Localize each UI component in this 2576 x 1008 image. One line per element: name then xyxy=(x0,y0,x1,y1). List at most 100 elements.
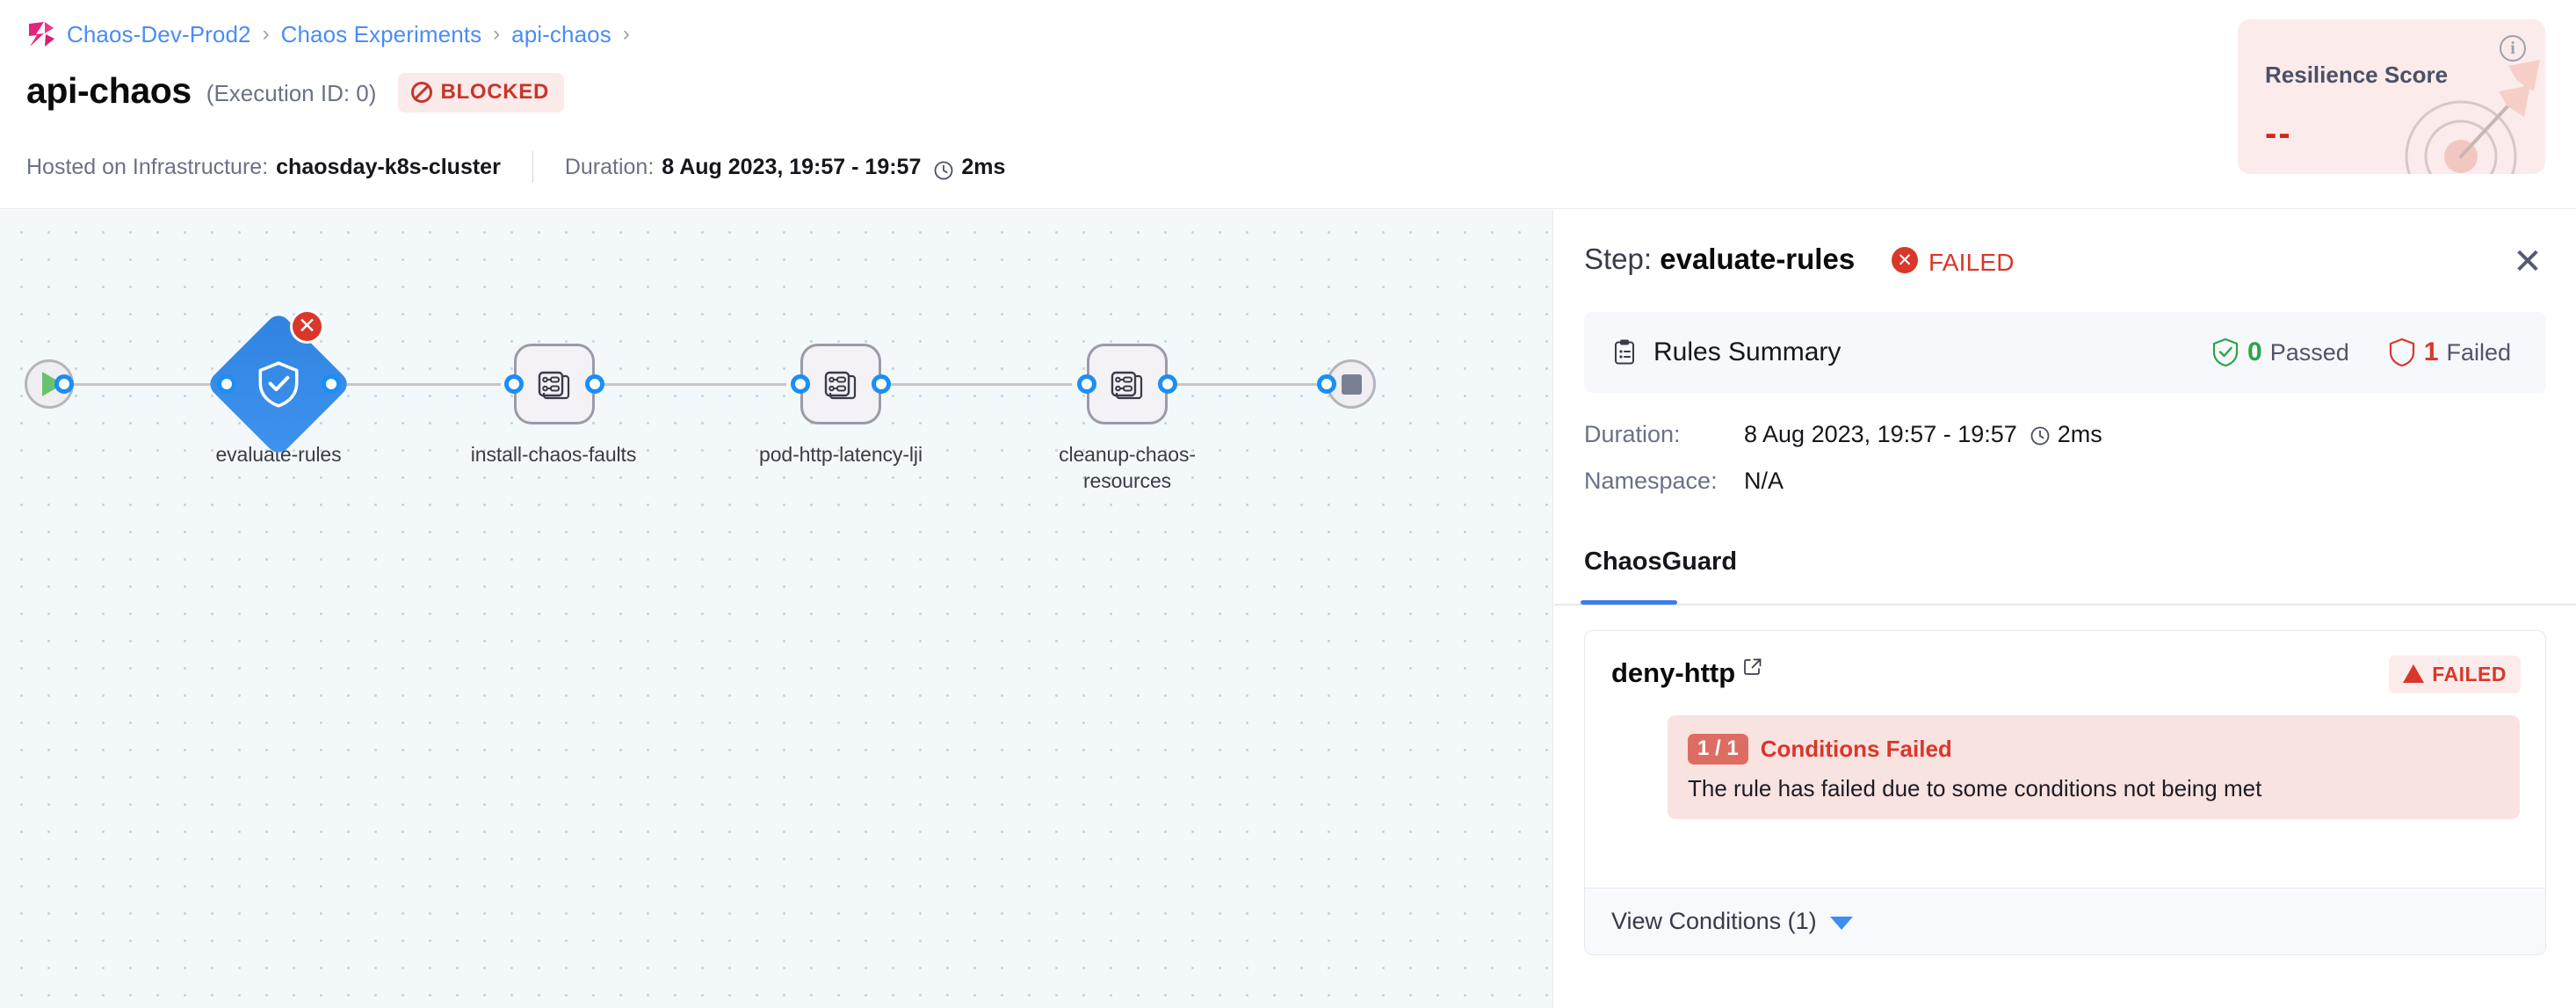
port-install-in[interactable] xyxy=(504,374,524,394)
duration-value: 8 Aug 2023, 19:57 - 19:57 xyxy=(662,154,922,179)
graph-node-label-pod-http-latency-lji: pod-http-latency-lji xyxy=(759,443,923,466)
meta-row: Hosted on Infrastructure: chaosday-k8s-c… xyxy=(26,151,1005,183)
error-x-icon: ✕ xyxy=(290,309,324,344)
duration-elapsed: 2ms xyxy=(961,154,1006,179)
title-row: api-chaos (Execution ID: 0) BLOCKED xyxy=(26,70,565,112)
resilience-score-title: Resilience Score xyxy=(2265,62,2449,88)
harness-logo-icon xyxy=(29,22,54,47)
connector-start-to-evaluate xyxy=(70,383,228,386)
page-header: Chaos-Dev-Prod2 › Chaos Experiments › ap… xyxy=(0,0,2576,209)
breadcrumb-separator: › xyxy=(622,22,630,46)
status-badge: BLOCKED xyxy=(398,73,565,112)
step-details-panel: Step: evaluate-rules ✕ FAILED ✕ Rules Su… xyxy=(1554,210,2576,1008)
warning-triangle-icon xyxy=(2403,664,2425,683)
infrastructure-label: Hosted on Infrastructure: xyxy=(26,154,269,179)
close-icon[interactable]: ✕ xyxy=(2513,243,2543,281)
port-cleanup-out[interactable] xyxy=(1158,374,1177,394)
rule-status-label: FAILED xyxy=(2432,663,2507,685)
infrastructure-value: chaosday-k8s-cluster xyxy=(276,154,501,179)
detail-value-duration: 8 Aug 2023, 19:57 - 19:57 2ms xyxy=(1744,421,2102,448)
connector-latency-to-cleanup xyxy=(870,383,1072,386)
graph-node-install-chaos-faults[interactable] xyxy=(514,344,595,424)
connector-evaluate-to-install xyxy=(281,383,501,386)
chaos-fault-icon xyxy=(1111,371,1143,400)
chaos-fault-icon xyxy=(538,371,570,400)
breadcrumb-item-1[interactable]: Chaos Experiments xyxy=(280,20,482,47)
rules-passed-stat: 0 Passed xyxy=(2211,337,2349,367)
execution-id: (Execution ID: 0) xyxy=(206,80,377,106)
breadcrumb-separator: › xyxy=(262,22,270,46)
port-start-out[interactable] xyxy=(54,374,74,394)
pipeline-canvas[interactable]: ✕ evaluate-rules install-chaos-faults xyxy=(0,210,1553,1008)
resilience-score-card: Resilience Score -- i xyxy=(2238,19,2545,174)
detail-duration-range: 8 Aug 2023, 19:57 - 19:57 xyxy=(1744,421,2017,447)
graph-node-label-cleanup-chaos-resources: cleanup-chaos-resources xyxy=(1059,443,1196,493)
info-icon[interactable]: i xyxy=(2500,35,2526,62)
shield-check-green-icon xyxy=(2212,337,2239,367)
rule-card-deny-http: deny-http FAILED 1 / 1 Conditions Failed… xyxy=(1584,630,2546,955)
rules-summary-card: Rules Summary 0 Passed 1 Failed xyxy=(1584,312,2546,393)
step-name: evaluate-rules xyxy=(1660,243,1856,275)
stop-icon xyxy=(1341,373,1362,395)
rules-failed-label: Failed xyxy=(2446,338,2511,366)
status-badge-label: BLOCKED xyxy=(440,80,550,104)
rule-status-badge: FAILED xyxy=(2389,656,2521,693)
chevron-down-icon xyxy=(1829,917,1853,930)
conditions-failed-alert: 1 / 1 Conditions Failed The rule has fai… xyxy=(1668,715,2520,819)
breadcrumb-separator: › xyxy=(493,22,501,46)
rules-passed-count: 0 xyxy=(2247,337,2262,366)
conditions-failed-message: The rule has failed due to some conditio… xyxy=(1688,775,2262,801)
rule-card-footer: View Conditions (1) xyxy=(1585,888,2545,954)
detail-row-duration: Duration: 8 Aug 2023, 19:57 - 19:57 2ms xyxy=(1584,421,2546,448)
graph-node-cleanup-chaos-resources[interactable] xyxy=(1087,344,1168,424)
rules-passed-label: Passed xyxy=(2269,338,2349,366)
graph-node-label-install-chaos-faults: install-chaos-faults xyxy=(470,443,637,466)
breadcrumb: Chaos-Dev-Prod2 › Chaos Experiments › ap… xyxy=(26,19,631,49)
panel-tabs: ChaosGuard xyxy=(1554,544,2576,606)
conditions-failed-label: Conditions Failed xyxy=(1760,736,1952,762)
connector-cleanup-to-end xyxy=(1158,383,1334,386)
port-evaluate-out[interactable] xyxy=(322,374,341,394)
step-prefix: Step: xyxy=(1584,243,1653,275)
rule-name: deny-http xyxy=(1611,657,1736,688)
external-link-icon[interactable] xyxy=(1743,657,1762,677)
breadcrumb-item-2[interactable]: api-chaos xyxy=(511,20,611,47)
tab-active-underline xyxy=(1581,600,1677,605)
rules-failed-count: 1 xyxy=(2423,337,2439,366)
port-install-out[interactable] xyxy=(585,374,604,394)
view-conditions-toggle[interactable]: View Conditions (1) xyxy=(1611,908,1853,935)
port-end-in[interactable] xyxy=(1317,374,1336,394)
duration-label: Duration: xyxy=(564,154,655,179)
tab-chaosguard[interactable]: ChaosGuard xyxy=(1584,548,1738,576)
chaos-fault-icon xyxy=(824,371,857,400)
breadcrumb-item-0[interactable]: Chaos-Dev-Prod2 xyxy=(67,20,251,47)
target-dart-icon xyxy=(2405,60,2540,174)
meta-divider xyxy=(532,151,533,183)
clock-icon xyxy=(2030,426,2050,445)
port-cleanup-in[interactable] xyxy=(1077,374,1096,394)
panel-header: Step: evaluate-rules ✕ FAILED ✕ xyxy=(1554,210,2576,305)
graph-node-pod-http-latency-lji[interactable] xyxy=(800,344,881,424)
detail-key-namespace: Namespace: xyxy=(1584,468,1718,494)
error-circle-icon: ✕ xyxy=(1892,247,1918,273)
detail-key-duration: Duration: xyxy=(1584,421,1681,447)
rules-summary-stats: 0 Passed 1 Failed xyxy=(2211,337,2511,367)
panel-step-title: Step: evaluate-rules xyxy=(1584,243,1855,276)
clock-icon xyxy=(934,161,953,180)
page-title: api-chaos xyxy=(26,70,192,111)
port-latency-out[interactable] xyxy=(872,374,891,394)
step-details-list: Duration: 8 Aug 2023, 19:57 - 19:57 2ms … xyxy=(1584,421,2546,514)
clipboard-icon xyxy=(1615,339,1634,365)
conditions-failed-chip: 1 / 1 xyxy=(1688,734,1748,765)
rules-failed-stat: 1 Failed xyxy=(2388,337,2511,367)
port-evaluate-in[interactable] xyxy=(217,374,236,394)
step-status: FAILED xyxy=(1928,249,2015,276)
port-latency-in[interactable] xyxy=(791,374,810,394)
view-conditions-label: View Conditions (1) xyxy=(1611,908,1817,934)
blocked-circle-icon xyxy=(411,82,433,103)
rule-header: deny-http xyxy=(1611,657,1762,689)
node-row: ✕ evaluate-rules install-chaos-faults xyxy=(0,211,1552,492)
detail-row-namespace: Namespace: N/A xyxy=(1584,468,2546,495)
connector-install-to-latency xyxy=(584,383,786,386)
